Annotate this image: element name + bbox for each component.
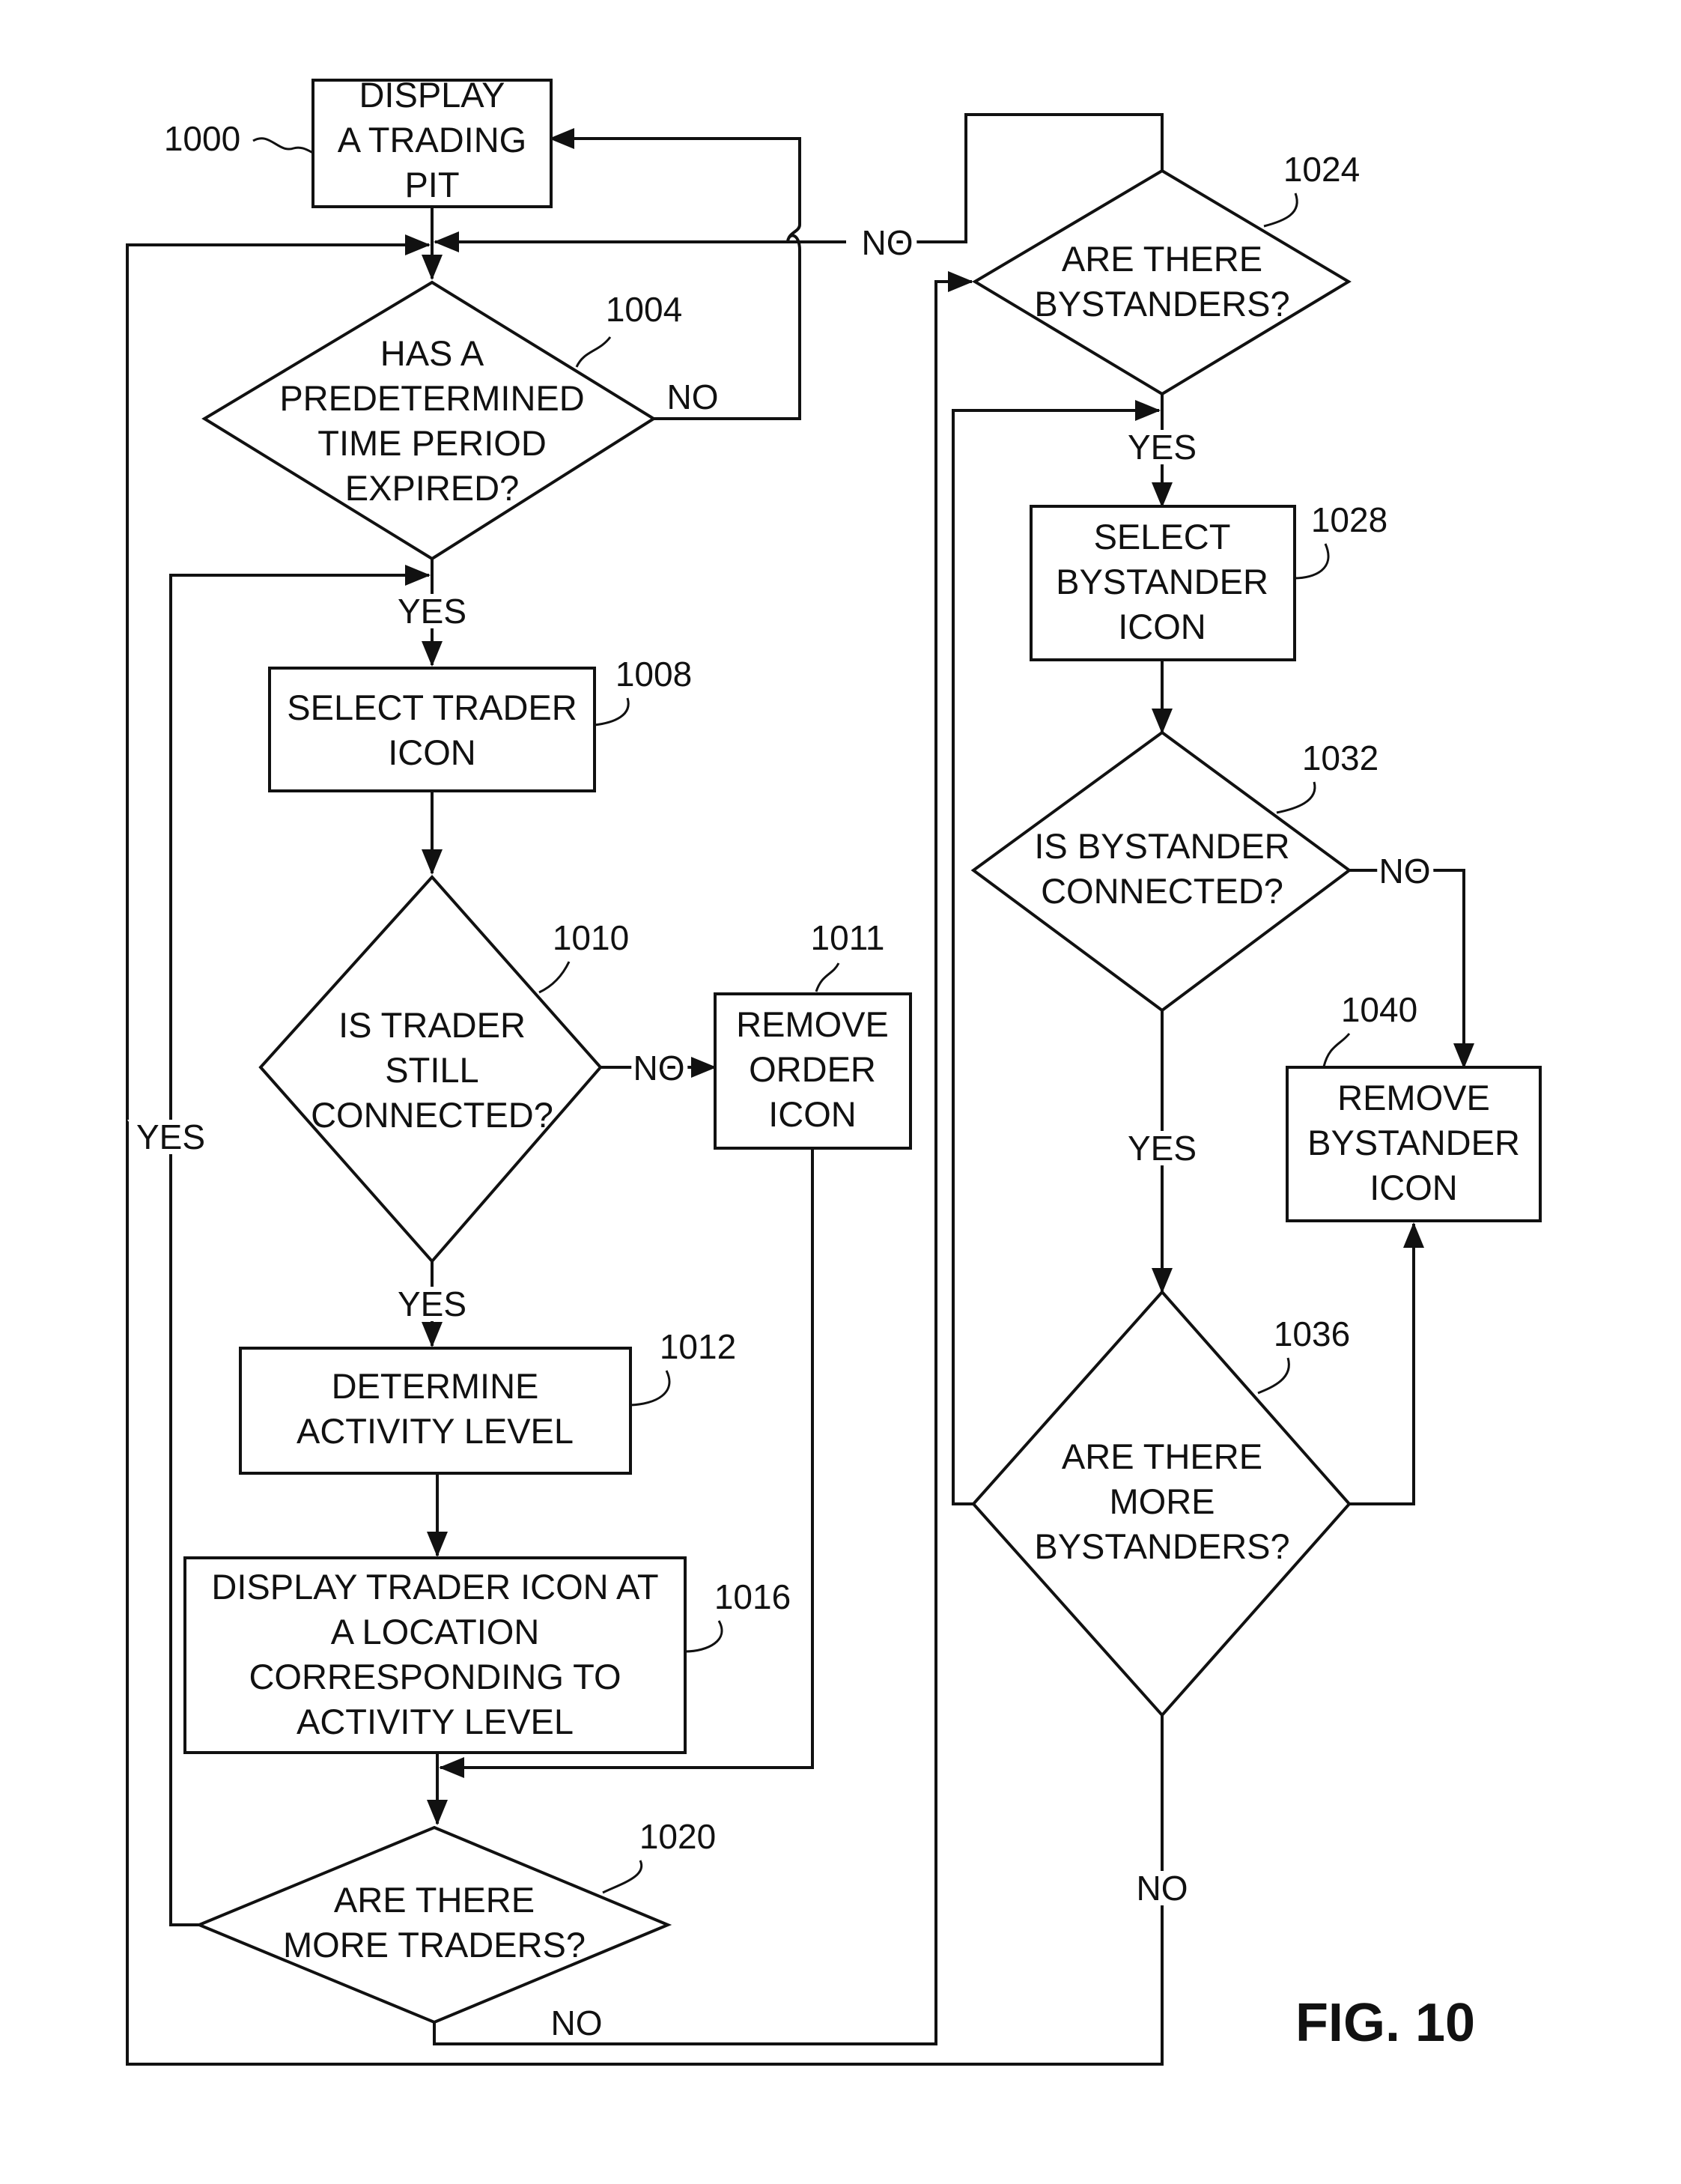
node-1020-line-2: MORE TRADERS? bbox=[283, 1925, 586, 1965]
ref-1000: 1000 bbox=[164, 119, 240, 158]
leader-1011 bbox=[816, 963, 839, 992]
node-1010-line-1: IS TRADER bbox=[338, 1005, 526, 1045]
node-1010-line-2: STILL bbox=[385, 1050, 478, 1090]
node-labels: DISPLAY A TRADING PIT HAS A PREDETERMINE… bbox=[211, 75, 1520, 1965]
process-1008 bbox=[270, 668, 595, 791]
ref-1024: 1024 bbox=[1283, 150, 1360, 189]
label-1010-yes: YES bbox=[398, 1284, 466, 1323]
leader-1016 bbox=[685, 1621, 722, 1651]
node-1000-line-2: A TRADING bbox=[338, 120, 526, 160]
node-1024-line-2: BYSTANDERS? bbox=[1034, 284, 1289, 324]
ref-1016: 1016 bbox=[714, 1577, 791, 1616]
ref-1004: 1004 bbox=[606, 290, 682, 329]
node-1016-line-4: ACTIVITY LEVEL bbox=[297, 1702, 574, 1741]
label-1020-yes: YES bbox=[136, 1117, 205, 1156]
leader-1036 bbox=[1258, 1358, 1289, 1393]
node-1011-line-2: ORDER bbox=[749, 1049, 876, 1089]
node-1000-line-1: DISPLAY bbox=[359, 75, 505, 115]
ref-1032: 1032 bbox=[1302, 738, 1378, 777]
node-1036-line-3: BYSTANDERS? bbox=[1034, 1526, 1289, 1566]
node-1011-line-1: REMOVE bbox=[736, 1004, 889, 1044]
decision-1004 bbox=[204, 282, 654, 559]
leader-1040 bbox=[1324, 1034, 1349, 1067]
label-1024-yes: YES bbox=[1128, 428, 1197, 467]
node-1011-line-3: ICON bbox=[768, 1094, 857, 1134]
node-1028-line-3: ICON bbox=[1118, 607, 1206, 646]
node-1016-line-2: A LOCATION bbox=[331, 1612, 540, 1651]
leader-1032 bbox=[1277, 782, 1315, 813]
label-1024-no: NO bbox=[862, 223, 914, 262]
node-1004-line-4: EXPIRED? bbox=[345, 468, 519, 508]
node-1040-line-3: ICON bbox=[1370, 1168, 1458, 1207]
ref-1040: 1040 bbox=[1341, 990, 1417, 1029]
node-1020-line-1: ARE THERE bbox=[334, 1880, 535, 1920]
leader-1000 bbox=[253, 139, 313, 153]
node-1028-line-1: SELECT bbox=[1094, 517, 1231, 556]
connector-1032-no-to-1040 bbox=[1349, 870, 1464, 1067]
node-1024-line-1: ARE THERE bbox=[1062, 239, 1262, 279]
leader-1024 bbox=[1264, 193, 1297, 226]
ref-1028: 1028 bbox=[1311, 500, 1387, 539]
connector-1036-to-1040 bbox=[1349, 1224, 1414, 1504]
connector-1036-no-outer-loop bbox=[127, 245, 1162, 2064]
node-1010-line-3: CONNECTED? bbox=[311, 1095, 553, 1135]
leader-1008 bbox=[595, 698, 628, 725]
node-1004-line-1: HAS A bbox=[380, 333, 484, 373]
node-1004-line-2: PREDETERMINED bbox=[279, 378, 584, 418]
node-1028-line-2: BYSTANDER bbox=[1056, 562, 1268, 601]
ref-1020: 1020 bbox=[639, 1817, 716, 1856]
leader-1020 bbox=[603, 1860, 642, 1893]
ref-1011: 1011 bbox=[811, 918, 885, 957]
node-1036-line-1: ARE THERE bbox=[1062, 1437, 1262, 1476]
node-1000-line-3: PIT bbox=[404, 165, 459, 204]
node-1004-line-3: TIME PERIOD bbox=[317, 423, 547, 463]
node-1008-line-2: ICON bbox=[388, 732, 476, 772]
ref-1010: 1010 bbox=[553, 918, 629, 957]
label-1032-no: NO bbox=[1379, 852, 1431, 891]
node-1040-line-2: BYSTANDER bbox=[1307, 1123, 1520, 1162]
node-1008-line-1: SELECT TRADER bbox=[287, 688, 577, 727]
ref-1008: 1008 bbox=[615, 655, 692, 694]
leader-1004 bbox=[577, 337, 610, 367]
leader-1012 bbox=[630, 1371, 669, 1405]
figure-label: FIG. 10 bbox=[1295, 1993, 1475, 2053]
label-1010-no: NO bbox=[633, 1049, 685, 1088]
label-1020-no: NO bbox=[551, 2003, 603, 2042]
label-1004-yes: YES bbox=[398, 592, 466, 631]
ref-1012: 1012 bbox=[660, 1327, 736, 1366]
node-1032-line-1: IS BYSTANDER bbox=[1034, 826, 1289, 866]
leader-1028 bbox=[1295, 544, 1328, 578]
node-1040-line-1: REMOVE bbox=[1337, 1078, 1490, 1117]
ref-1036: 1036 bbox=[1274, 1314, 1350, 1353]
leader-1010 bbox=[539, 962, 569, 992]
node-1032-line-2: CONNECTED? bbox=[1041, 871, 1283, 911]
node-1036-line-2: MORE bbox=[1110, 1481, 1215, 1521]
node-1016-line-3: CORRESPONDING TO bbox=[249, 1657, 621, 1696]
label-1036-no: NO bbox=[1137, 1869, 1188, 1908]
node-1012-line-1: DETERMINE bbox=[332, 1366, 539, 1406]
node-1016-line-1: DISPLAY TRADER ICON AT bbox=[211, 1567, 658, 1607]
node-1012-line-2: ACTIVITY LEVEL bbox=[297, 1411, 574, 1451]
label-1032-yes: YES bbox=[1128, 1129, 1197, 1168]
label-1004-no: NO bbox=[667, 377, 719, 416]
decision-1024 bbox=[975, 171, 1349, 394]
